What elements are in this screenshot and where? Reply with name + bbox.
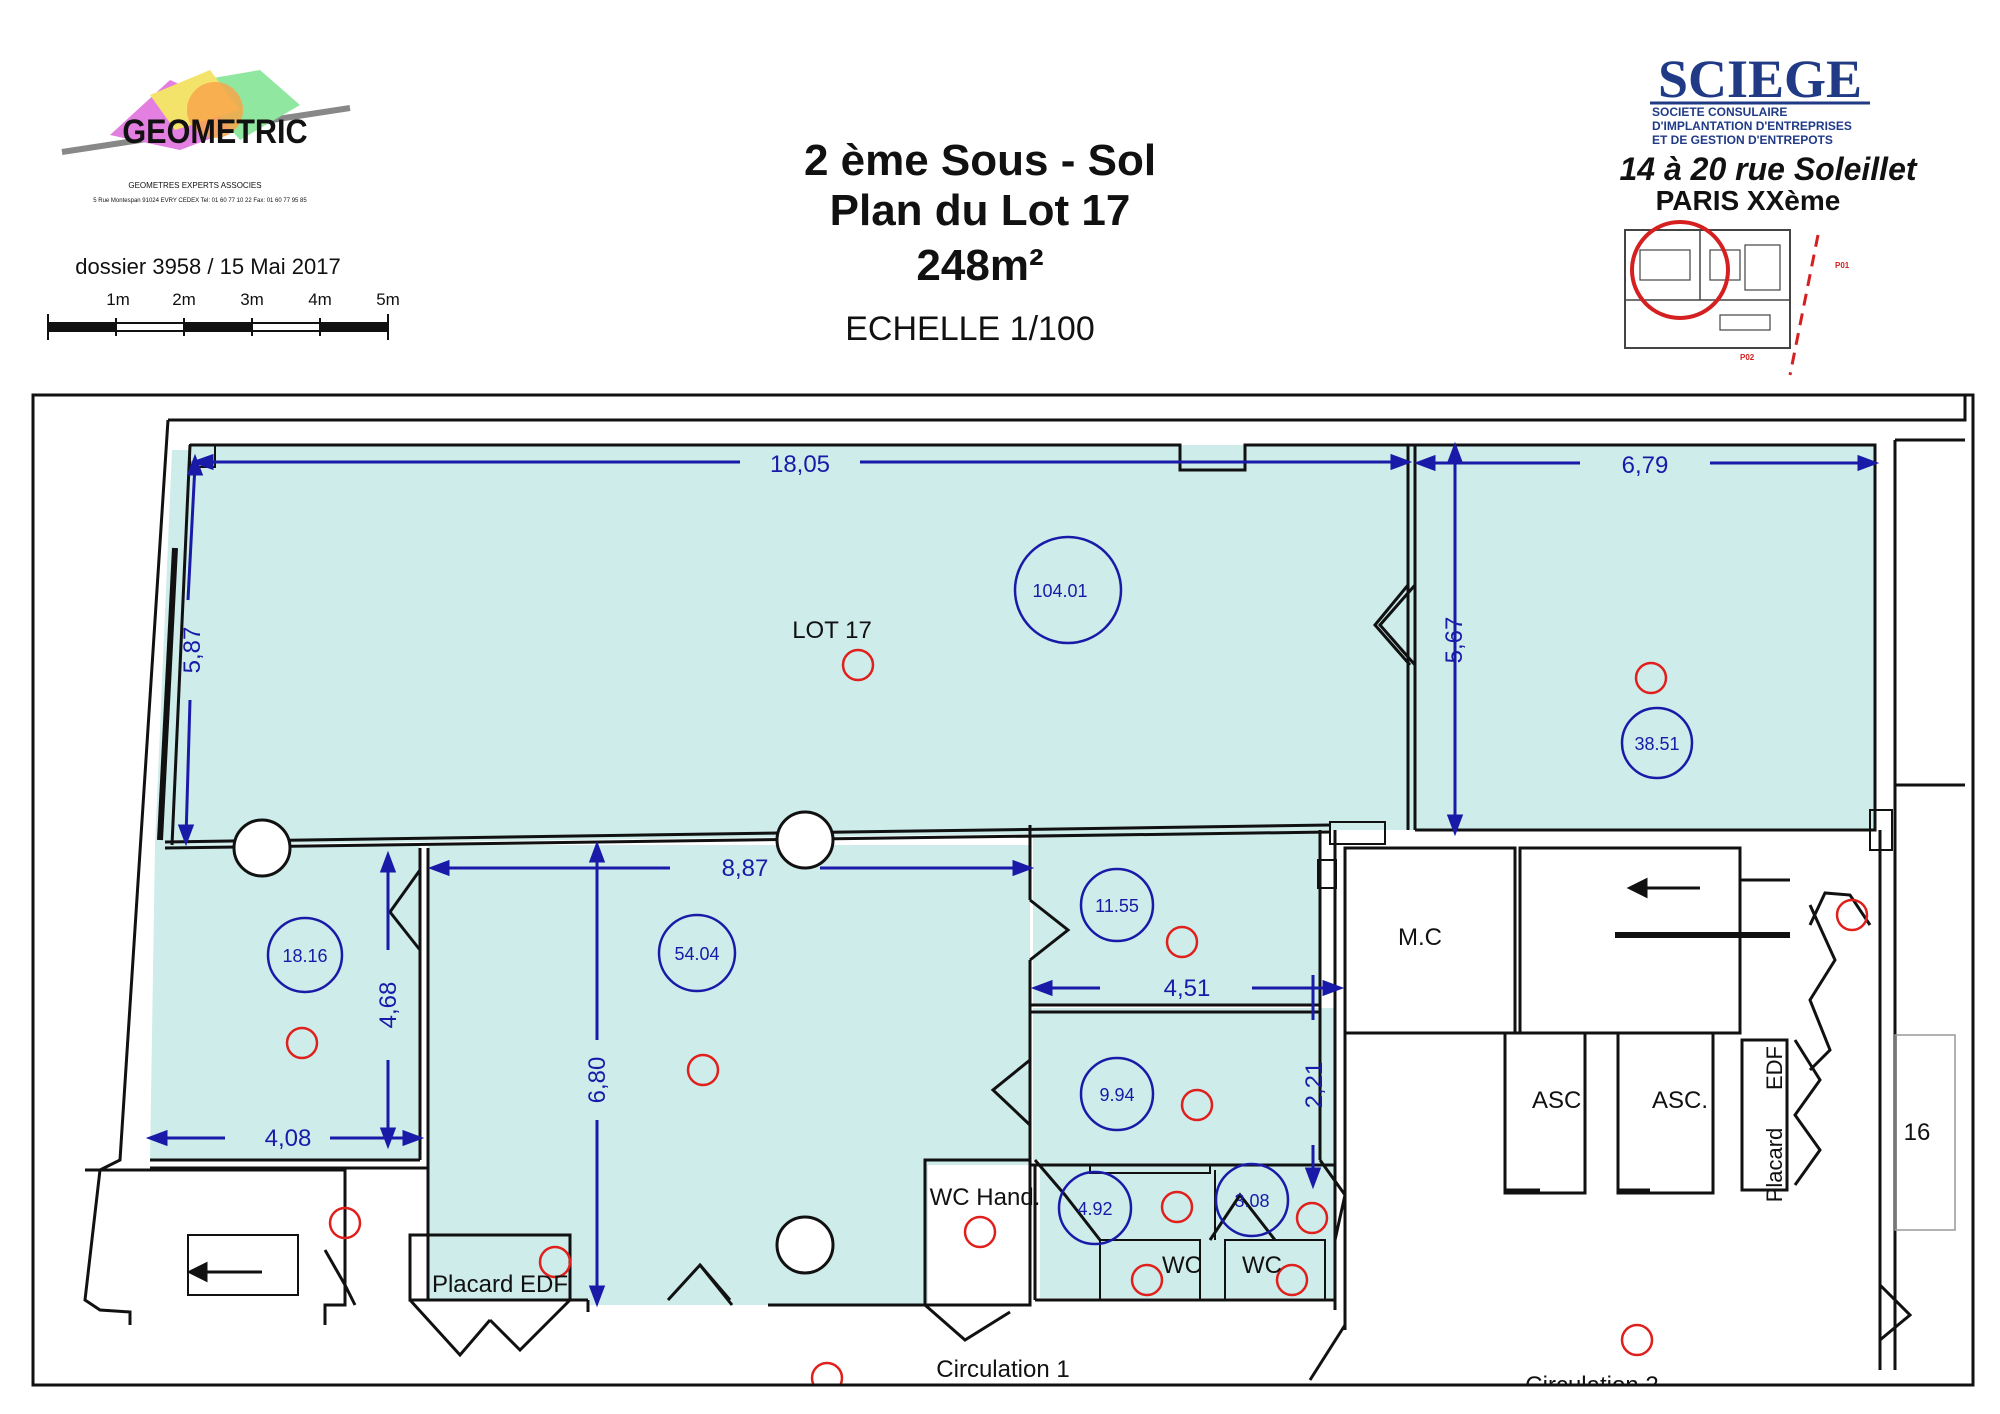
dimension-label: 6,80 — [584, 1057, 611, 1104]
scale-tick-label: 3m — [240, 290, 264, 309]
title-line1: 2 ème Sous - Sol — [804, 136, 1156, 185]
room-label-mc: M.C — [1398, 924, 1442, 951]
doors — [323, 584, 1913, 1381]
room-label-wc: WC — [1242, 1252, 1282, 1279]
height-marker — [963, 1215, 997, 1249]
height-marker — [1835, 898, 1869, 932]
area-circle — [1079, 867, 1155, 943]
dossier-text: dossier 3958 / 15 Mai 2017 — [75, 254, 340, 279]
height-marker — [1295, 1201, 1329, 1235]
area-label: 38.51 — [1634, 734, 1679, 754]
room-label-lot16: 16 — [1904, 1119, 1931, 1146]
sciege-line2: D'IMPLANTATION D'ENTREPRISES — [1652, 119, 1852, 133]
height-marker — [1180, 1088, 1214, 1122]
area-labels: 104.01 38.51 18.16 54.04 11.55 9.94 4.92… — [282, 581, 1679, 1219]
location-highlight — [1630, 220, 1730, 320]
room-wc-area — [1040, 1160, 1335, 1298]
height-marker — [1165, 925, 1199, 959]
room-label-placard-vertical: Placard — [1762, 1128, 1787, 1203]
direction-arrows — [186, 877, 1700, 1283]
plan-title: 2 ème Sous - Sol Plan du Lot 17 248m² EC… — [804, 136, 1156, 348]
right-logo: SCIEGE SOCIETE CONSULAIRE D'IMPLANTATION… — [1619, 49, 1917, 216]
area-circle — [1013, 535, 1123, 645]
dimension-label: 4,51 — [1164, 975, 1211, 1002]
left-logo: GEOMETRIC GEOMETRES EXPERTS ASSOCIES 5 R… — [61, 70, 351, 204]
room-label-placard-edf: Placard EDF — [432, 1271, 568, 1298]
area-label: 4.92 — [1077, 1199, 1112, 1219]
dimension-label: 4,68 — [375, 982, 402, 1029]
area-label: 3.08 — [1234, 1191, 1269, 1211]
room-3851 — [1415, 445, 1875, 830]
room-label-lot: LOT 17 — [792, 617, 872, 644]
room-label-asc: ASC. — [1652, 1087, 1708, 1114]
logo-subtitle: GEOMETRES EXPERTS ASSOCIES — [128, 181, 261, 190]
room-104 — [172, 445, 1415, 845]
height-marker — [1634, 661, 1668, 695]
room-label-circulation1: Circulation 1 — [936, 1356, 1069, 1383]
room-label-wc-hand: WC Hand. — [930, 1184, 1041, 1211]
scale-tick-label: 5m — [376, 290, 400, 309]
height-marker — [1160, 1190, 1194, 1224]
title-line2: Plan du Lot 17 — [830, 186, 1131, 235]
area-label: 11.55 — [1095, 896, 1139, 916]
sciege-line3: ET DE GESTION D'ENTREPOTS — [1652, 133, 1833, 147]
height-markers — [285, 648, 1869, 1395]
dimension-label: 8,87 — [722, 855, 769, 882]
room-fills — [150, 445, 1875, 1305]
height-marker — [1620, 1323, 1654, 1357]
room-1816 — [150, 845, 420, 1160]
area-label: 9.94 — [1099, 1085, 1134, 1105]
dimension-label: 2,21 — [1301, 1062, 1328, 1109]
height-marker — [1130, 1263, 1164, 1297]
title-scale: ECHELLE 1/100 — [845, 310, 1095, 348]
dimension-labels: 18,05 6,79 5,87 5,67 8,87 4,68 4,08 6,80… — [179, 451, 1668, 1152]
height-marker — [686, 1053, 720, 1087]
area-circle — [1214, 1162, 1290, 1238]
area-label: 18.16 — [282, 946, 327, 966]
area-label: 104.01 — [1032, 581, 1087, 601]
location-minimap: P01 P02 — [1624, 220, 1850, 376]
room-5404 — [428, 845, 1030, 1305]
dimension-label: 5,87 — [179, 627, 206, 674]
sciege-brand: SCIEGE — [1658, 49, 1862, 109]
area-circle — [657, 913, 737, 993]
scale-tick-label: 4m — [308, 290, 332, 309]
area-circle — [1620, 706, 1694, 780]
round-columns — [232, 810, 835, 1275]
area-circle — [266, 916, 344, 994]
scale-bar: 1m 2m 3m 4m 5m — [47, 290, 400, 340]
logo-address: 5 Rue Montespan 91024 EVRY CEDEX Tel: 01… — [93, 198, 307, 204]
logo-brand: GEOMETRIC — [122, 113, 307, 151]
room-994 — [1033, 1008, 1335, 1160]
area-circle — [1079, 1056, 1155, 1132]
area-circles — [266, 535, 1694, 1246]
room-label-wc: WC — [1162, 1252, 1202, 1279]
sciege-address2: PARIS XXème — [1656, 185, 1841, 216]
walls — [83, 395, 1967, 1370]
height-marker — [841, 648, 875, 682]
svg-text:P01: P01 — [1835, 261, 1850, 270]
dimension-label: 18,05 — [770, 451, 830, 478]
title-area: 248m² — [916, 241, 1043, 290]
scale-tick-label: 1m — [106, 290, 130, 309]
area-circle — [1057, 1170, 1133, 1246]
area-label: 54.04 — [674, 944, 719, 964]
scale-tick-label: 2m — [172, 290, 196, 309]
dimension-label: 6,79 — [1622, 452, 1669, 479]
room-label-edf-vertical: EDF — [1762, 1046, 1787, 1090]
height-marker — [538, 1245, 572, 1279]
dimension-label: 4,08 — [265, 1125, 312, 1152]
dimension-label: 5,67 — [1441, 617, 1468, 664]
height-marker — [285, 1026, 319, 1060]
height-marker — [1275, 1263, 1309, 1297]
sciege-address1: 14 à 20 rue Soleillet — [1619, 151, 1917, 187]
svg-text:P02: P02 — [1740, 353, 1755, 362]
sciege-line1: SOCIETE CONSULAIRE — [1652, 105, 1787, 119]
room-label-asc: ASC. — [1532, 1087, 1588, 1114]
dimension-lines — [145, 441, 1880, 1308]
height-marker — [328, 1206, 362, 1240]
